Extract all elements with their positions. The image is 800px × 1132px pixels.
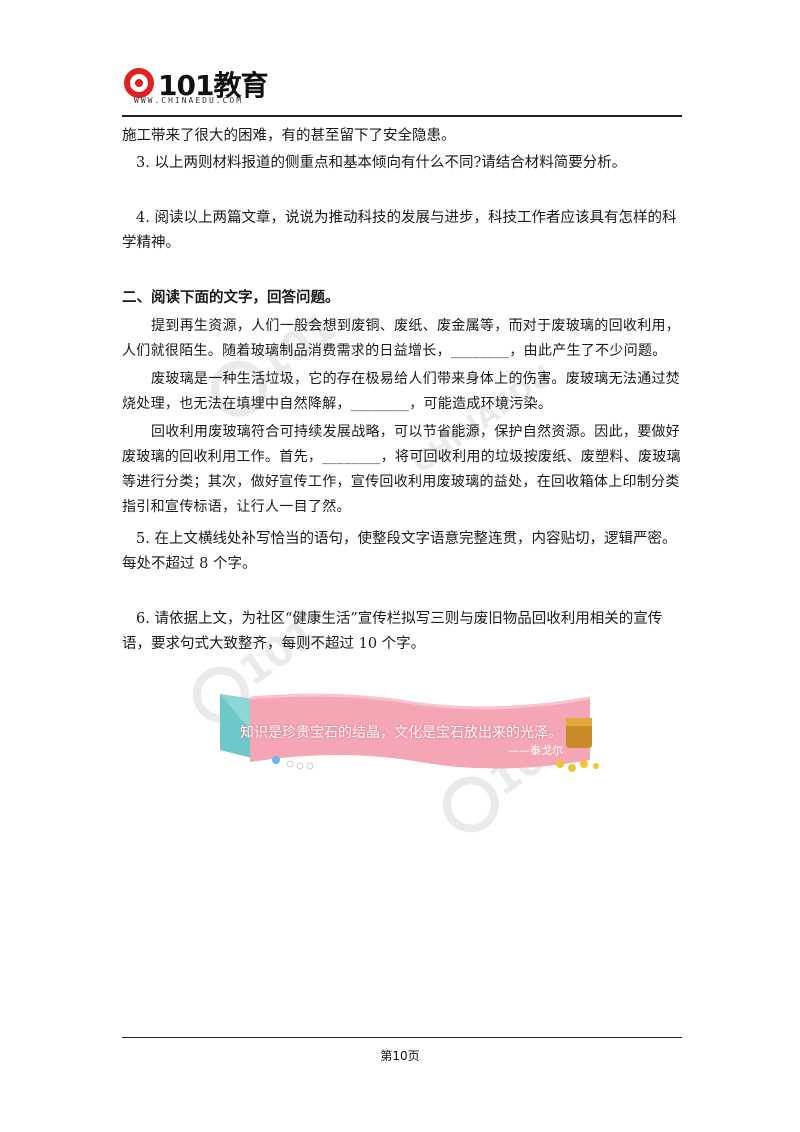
question-6: 6. 请依据上文，为社区“健康生活”宣传栏拟写三则与废旧物品回收利用相关的宣传语… <box>122 611 663 652</box>
banner-quote: 知识是珍贵宝石的结晶，文化是宝石放出来的光泽。 <box>240 725 562 741</box>
logo-text: 101教育 <box>158 69 268 102</box>
question-4: 4. 阅读以上两篇文章，说说为推动科技的发展与进步，科技工作者应该具有怎样的科学… <box>122 210 677 251</box>
question-5: 5. 在上文横线处补写恰当的语句，使整段文字语意完整连贯，内容贴切，逻辑严密。每… <box>122 531 677 572</box>
page-header: 101教育 WWW.CHINAEDU.COM <box>122 60 682 120</box>
page-number: 第10页 <box>380 1049 420 1063</box>
banner-ribbon-icon <box>220 693 599 772</box>
banner-author: ——泰戈尔 <box>508 744 563 757</box>
footer-divider <box>122 1037 682 1038</box>
brand-logo: 101教育 WWW.CHINAEDU.COM <box>122 60 322 110</box>
question-3: 3. 以上两则材料报道的侧重点和基本倾向有什么不同?请结合材料简要分析。 <box>136 155 627 171</box>
logo-ring-icon <box>124 68 154 98</box>
header-divider <box>122 115 682 117</box>
continued-text: 施工带来了很大的困难，有的甚至留下了安全隐患。 <box>122 128 456 144</box>
quote-banner: 知识是珍贵宝石的结晶，文化是宝石放出来的光泽。 ——泰戈尔 <box>220 690 600 780</box>
section-heading: 二、阅读下面的文字，回答问题。 <box>122 290 340 306</box>
logo-url: WWW.CHINAEDU.COM <box>134 96 244 105</box>
passage-paragraph-1: 提到再生资源，人们一般会想到废铜、废纸、废金属等，而对于废玻璃的回收利用，人们就… <box>122 318 681 359</box>
passage-paragraph-2: 废玻璃是一种生活垃圾，它的存在极易给人们带来身体上的伤害。废玻璃无法通过焚烧处理… <box>122 371 681 412</box>
passage-paragraph-3: 回收利用废玻璃符合可持续发展战略，可以节省能源，保护自然资源。因此，要做好废玻璃… <box>122 424 681 515</box>
